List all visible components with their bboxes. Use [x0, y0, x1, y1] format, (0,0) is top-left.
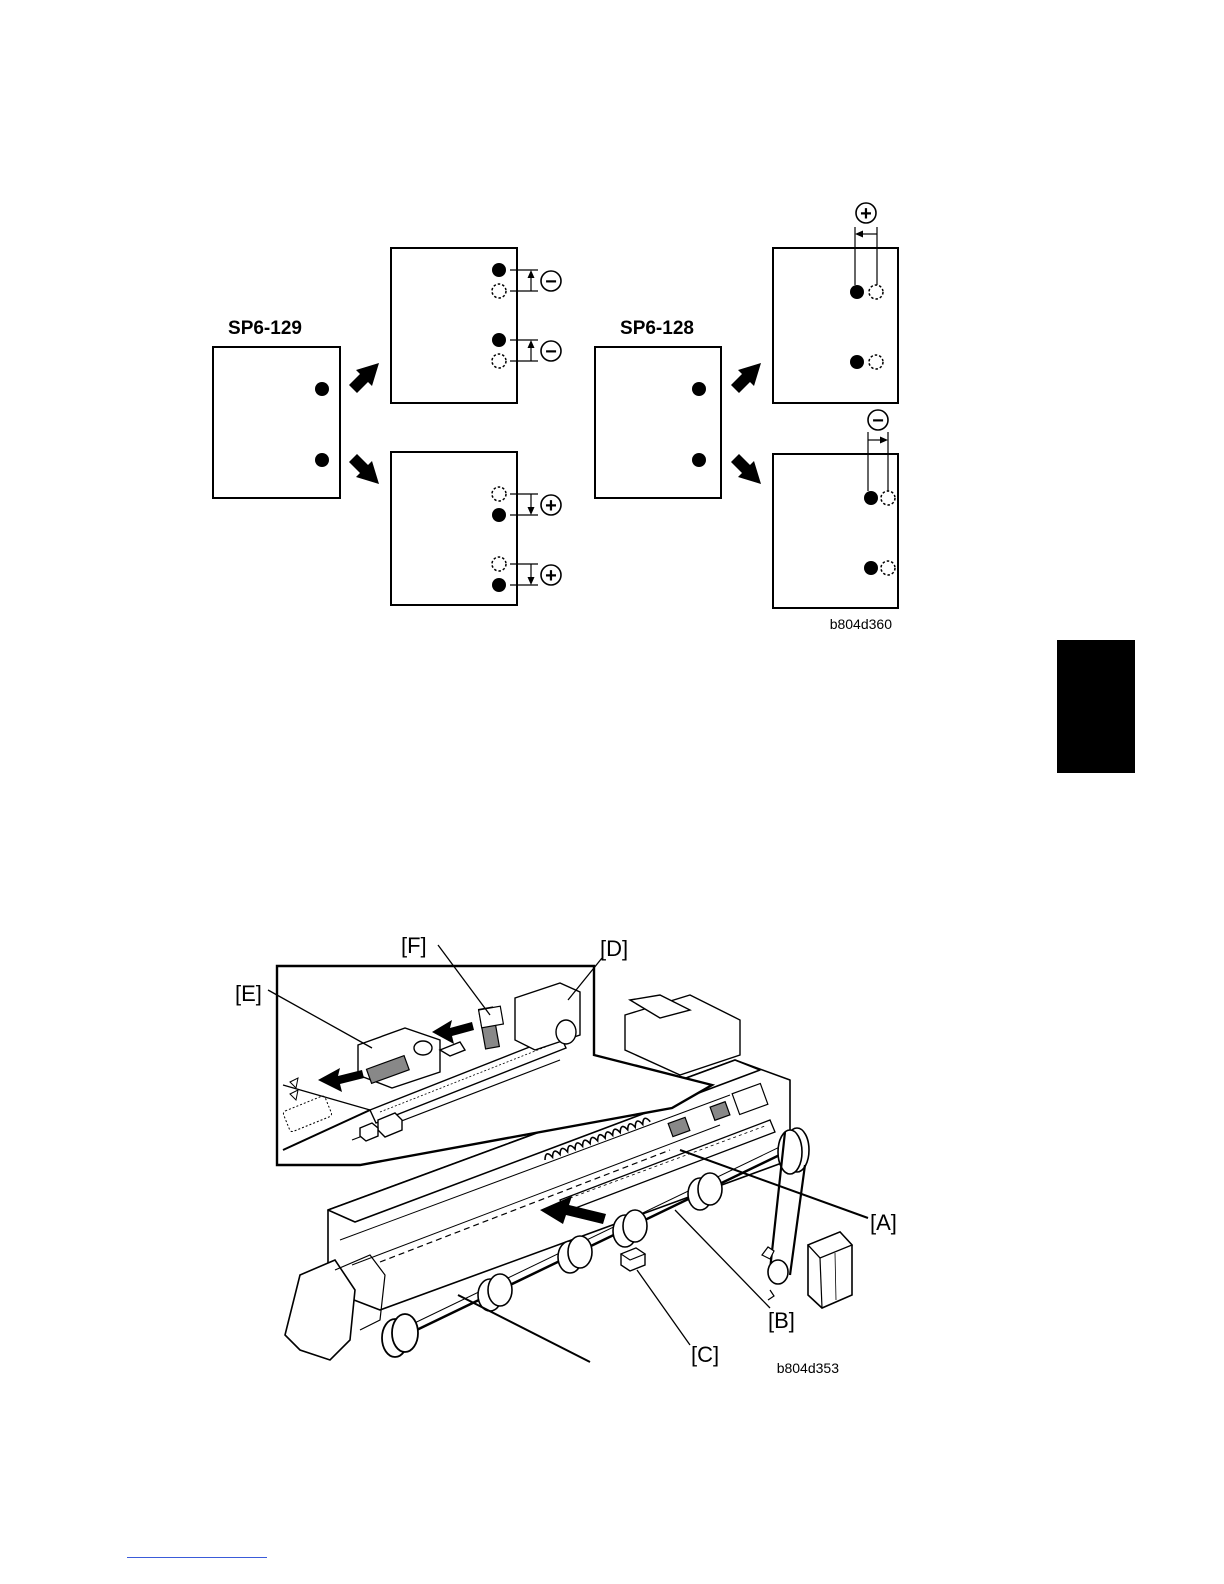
arrow-up-right-icon: [731, 363, 761, 393]
svg-text:+: +: [860, 203, 872, 225]
feed-direction-arrow-icon: [540, 1196, 606, 1224]
arrow-down-right-icon: [731, 454, 761, 484]
sp6-128-label: SP6-128: [620, 318, 694, 339]
sheet-mark: [692, 382, 706, 396]
home-position-sensor: [479, 1007, 500, 1049]
shifted-mark: [850, 355, 864, 369]
svg-text:+: +: [545, 565, 557, 587]
callout-e: [E]: [235, 981, 262, 1006]
callout-c: [C]: [691, 1342, 719, 1367]
original-mark-dashed: [869, 285, 883, 299]
top-figure-code: b804d360: [830, 616, 893, 632]
callout-a: [A]: [870, 1210, 897, 1235]
original-mark-dashed: [492, 557, 506, 571]
drive-belt: [770, 1132, 805, 1275]
sheet-mark: [315, 453, 329, 467]
original-mark-dashed: [881, 561, 895, 575]
feed-shaft: [400, 1150, 790, 1338]
section-tab: [1057, 640, 1135, 773]
sheet-mark: [315, 382, 329, 396]
svg-text:−: −: [872, 410, 884, 432]
original-mark-dashed: [492, 487, 506, 501]
arrow-down-right-icon: [349, 454, 379, 484]
sp6-128-minus-sheet: [773, 454, 898, 608]
sp6-128-original-sheet: [595, 347, 721, 498]
bottom-figure-code: b804d353: [777, 1360, 840, 1376]
arrow-up-right-icon: [349, 363, 379, 393]
shifted-mark: [864, 561, 878, 575]
original-mark-dashed: [869, 355, 883, 369]
sp6-129-label: SP6-129: [228, 318, 302, 339]
drive-motor: [808, 1232, 852, 1308]
sp6-128-plus-sheet: [773, 248, 898, 403]
callout-f: [F]: [401, 933, 427, 958]
registration-adjustment-diagram: SP6-129 − − + + SP6-128 +: [0, 0, 1224, 680]
svg-text:−: −: [545, 341, 557, 363]
sheet-mark: [692, 453, 706, 467]
original-mark-dashed: [881, 491, 895, 505]
side-fence-part: [358, 1028, 440, 1088]
detail-inset-box: [277, 966, 712, 1165]
shifted-mark: [492, 508, 506, 522]
guide-plate-body: [328, 1060, 790, 1310]
side-fence-sensor: [366, 1056, 409, 1084]
registration-sensor: [621, 1248, 645, 1271]
footer-rule: [127, 1557, 267, 1558]
shifted-mark: [864, 491, 878, 505]
shifted-mark: [492, 263, 506, 277]
sp6-129-original-sheet: [213, 347, 340, 498]
original-mark-dashed: [492, 354, 506, 368]
callout-d: [D]: [600, 936, 628, 961]
svg-text:−: −: [545, 271, 557, 293]
callout-b: [B]: [768, 1308, 795, 1333]
spring: [543, 1117, 650, 1160]
original-mark-dashed: [492, 284, 506, 298]
side-bracket: [285, 1260, 355, 1360]
svg-text:+: +: [545, 495, 557, 517]
shifted-mark: [492, 333, 506, 347]
shifted-mark: [492, 578, 506, 592]
shifted-mark: [850, 285, 864, 299]
